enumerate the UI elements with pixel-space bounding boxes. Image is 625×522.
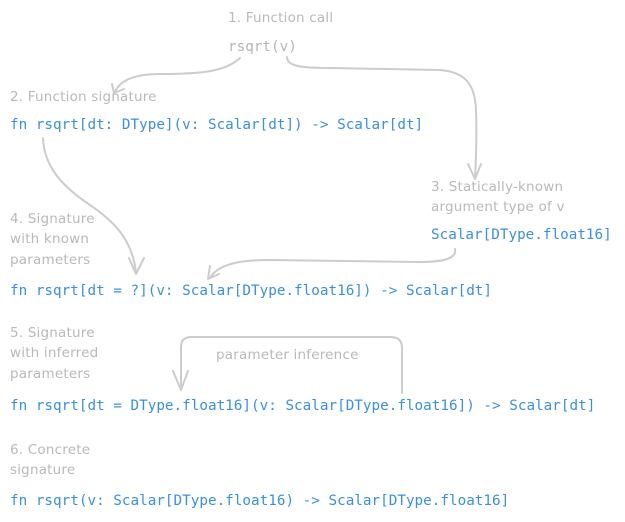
step2-label: 2. Function signature	[10, 89, 157, 105]
arrowhead-call-to-argtype	[467, 163, 482, 180]
step3-label-line2: argument type of v	[431, 199, 565, 215]
arrow-signature-to-known	[42, 137, 137, 273]
step6-code: fn rsqrt(v: Scalar[DType.float16) -> Sca…	[10, 493, 510, 509]
arrowhead-call-to-signature	[111, 83, 125, 94]
parameter-inference-annotation: parameter inference	[216, 347, 359, 363]
step6-label-line2: signature	[10, 462, 76, 478]
step5-label-line3: parameters	[10, 366, 91, 382]
step3-label-line1: 3. Statically-known	[431, 179, 564, 195]
step4-label-line1: 4. Signature	[10, 211, 95, 227]
arrowhead-argtype-to-known	[207, 265, 220, 280]
step1-code: rsqrt(v)	[228, 39, 297, 55]
step1-label: 1. Function call	[228, 10, 334, 26]
arrow-parameter-inference	[180, 336, 403, 394]
step4-code: fn rsqrt[dt = ?](v: Scalar[DType.float16…	[10, 283, 493, 299]
step6-label-line1: 6. Concrete	[10, 442, 91, 458]
arrow-call-to-argtype	[286, 56, 478, 179]
arrowhead-parameter-inference	[172, 370, 189, 391]
step4-label-line2: with known	[10, 231, 90, 247]
step2-code: fn rsqrt[dt: DType](v: Scalar[dt]) -> Sc…	[10, 117, 424, 133]
step5-label-line1: 5. Signature	[10, 325, 95, 341]
arrow-call-to-signature	[114, 57, 241, 93]
arrowhead-signature-to-known	[128, 257, 145, 275]
step3-code: Scalar[DType.float16]	[431, 227, 612, 243]
step5-label-line2: with inferred	[10, 345, 99, 361]
step5-code: fn rsqrt[dt = DType.float16](v: Scalar[D…	[10, 398, 596, 414]
arrow-argtype-to-known	[209, 248, 457, 279]
step4-label-line3: parameters	[10, 252, 91, 268]
